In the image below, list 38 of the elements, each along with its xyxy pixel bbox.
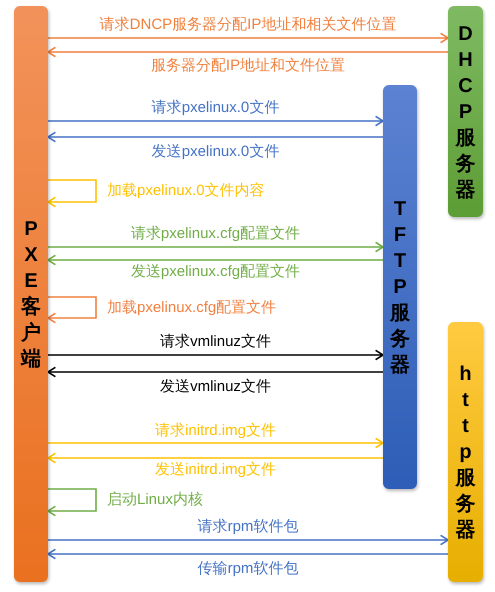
arrow — [47, 452, 383, 464]
edge-label: 发送initrd.img文件 — [155, 461, 276, 479]
lifeline-bar — [383, 85, 417, 489]
arrow — [47, 254, 383, 266]
arrow — [47, 132, 383, 142]
edge-label: 传输rpm软件包 — [198, 560, 298, 578]
loop-arrow — [47, 296, 97, 324]
edge-label: 请求vmlinuz文件 — [160, 333, 271, 351]
lifeline-bar — [448, 322, 483, 582]
edge-label: 发送vmlinuz文件 — [160, 378, 271, 396]
edge-label: 请求initrd.img文件 — [155, 422, 276, 440]
bar-label: TFTP服务器 — [390, 197, 410, 378]
arrow — [47, 366, 383, 378]
arrow — [48, 32, 449, 44]
bar-label: DHCP服务器 — [456, 22, 476, 202]
edge-label: 发送pxelinux.0文件 — [152, 143, 280, 161]
edge-label: 请求rpm软件包 — [198, 518, 298, 536]
edge-label: 加载pxelinux.cfg配置文件 — [107, 299, 276, 317]
edge-label: 加载pxelinux.0文件内容 — [107, 182, 265, 200]
edge-label: 启动Linux内核 — [107, 491, 203, 509]
loop-arrow — [47, 488, 97, 516]
edge-label: 发送pxelinux.cfg配置文件 — [130, 263, 300, 281]
arrow — [48, 438, 384, 448]
arrow — [48, 116, 384, 126]
arrow — [47, 548, 448, 560]
arrow — [48, 350, 384, 360]
lifeline-bar — [448, 6, 483, 217]
bar-label: http服务器 — [456, 362, 476, 543]
bar-label: PXE客户端 — [21, 217, 41, 372]
lifeline-bar — [14, 6, 48, 582]
edge-label: 服务器分配IP地址和文件位置 — [150, 57, 346, 75]
arrow — [48, 242, 384, 252]
arrow — [48, 534, 449, 546]
arrow — [47, 46, 448, 58]
edge-label: 请求pxelinux.cfg配置文件 — [130, 225, 300, 243]
edge-label: 请求DNCP服务器分配IP地址和相关文件位置 — [100, 16, 396, 34]
loop-arrow — [47, 179, 97, 208]
edge-label: 请求pxelinux.0文件 — [152, 99, 280, 117]
